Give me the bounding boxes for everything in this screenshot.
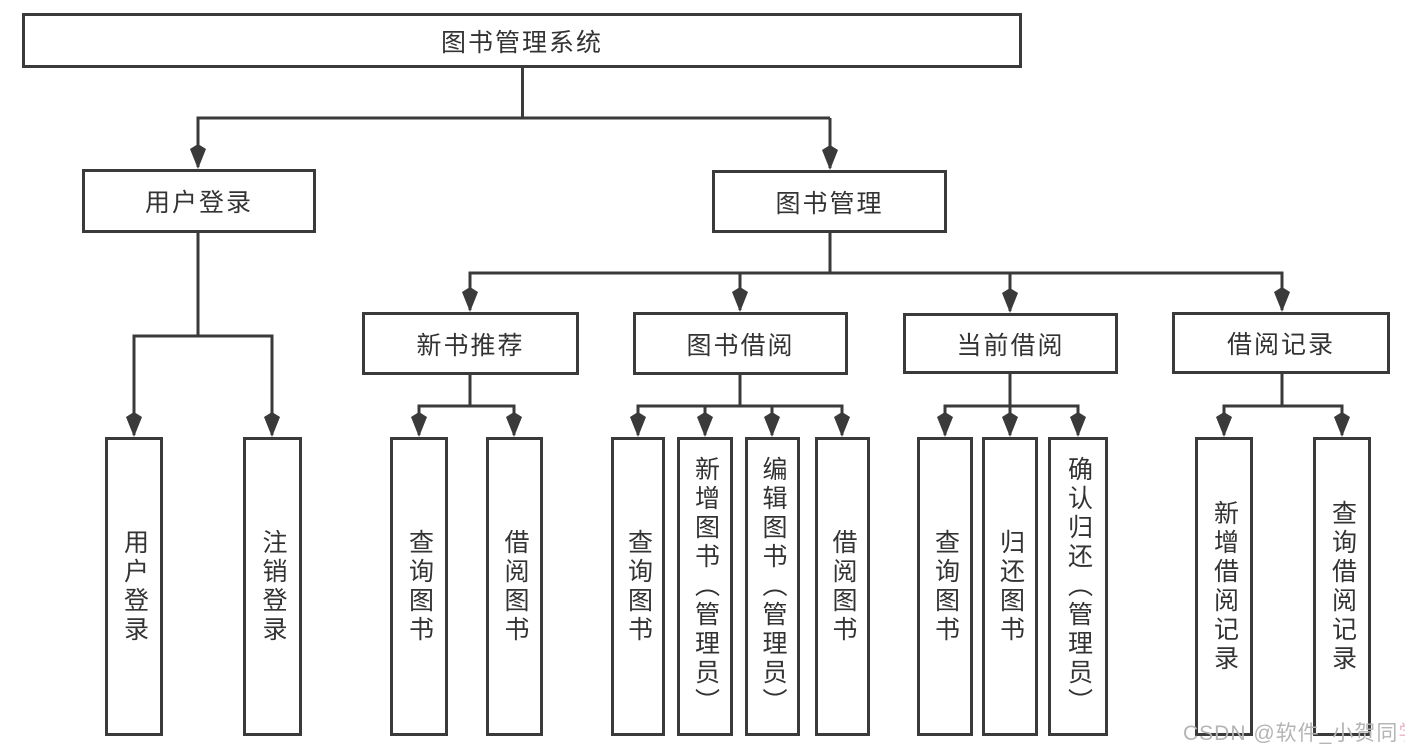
node-borrow-record: 借阅记录	[1172, 312, 1390, 374]
connector-root	[196, 68, 832, 168]
connector-user-login	[132, 233, 274, 435]
leaf-query-book-borrow: 查询图书	[611, 437, 665, 736]
arrowhead-icons	[126, 144, 1350, 437]
leaf-add-borrow-record: 新增借阅记录	[1195, 437, 1253, 736]
node-book-management: 图书管理	[712, 170, 947, 233]
leaf-edit-book-admin: 编辑图书（管理员）	[745, 437, 800, 736]
watermark-pink-text: 学	[1398, 722, 1405, 745]
leaf-logout: 注销登录	[243, 437, 302, 736]
leaf-query-borrow-record: 查询借阅记录	[1313, 437, 1371, 736]
leaf-query-book-current: 查询图书	[917, 437, 973, 736]
leaf-user-login: 用户登录	[105, 437, 163, 736]
watermark-gray-text: CSDN @软件_小贺同	[1183, 722, 1399, 745]
node-current-borrow: 当前借阅	[903, 313, 1118, 374]
watermark: CSDN @软件_小贺同学	[1183, 717, 1405, 747]
leaf-borrow-book: 借阅图书	[815, 437, 870, 736]
node-user-login: 用户登录	[82, 169, 316, 233]
leaf-add-book-admin: 新增图书（管理员）	[677, 437, 733, 736]
connector-book-borrow	[636, 375, 844, 435]
connector-new-book-recommend	[417, 375, 516, 435]
leaf-return-book: 归还图书	[982, 437, 1038, 736]
connector-book-management	[468, 233, 1284, 311]
leaf-query-book-recommend: 查询图书	[390, 437, 448, 736]
connector-borrow-record	[1222, 374, 1344, 435]
node-root: 图书管理系统	[22, 13, 1022, 68]
leaf-confirm-return-admin: 确认归还（管理员）	[1048, 437, 1108, 736]
leaf-borrow-book-recommend: 借阅图书	[486, 437, 543, 736]
node-new-book-recommend: 新书推荐	[362, 312, 579, 375]
node-book-borrow: 图书借阅	[633, 312, 848, 375]
